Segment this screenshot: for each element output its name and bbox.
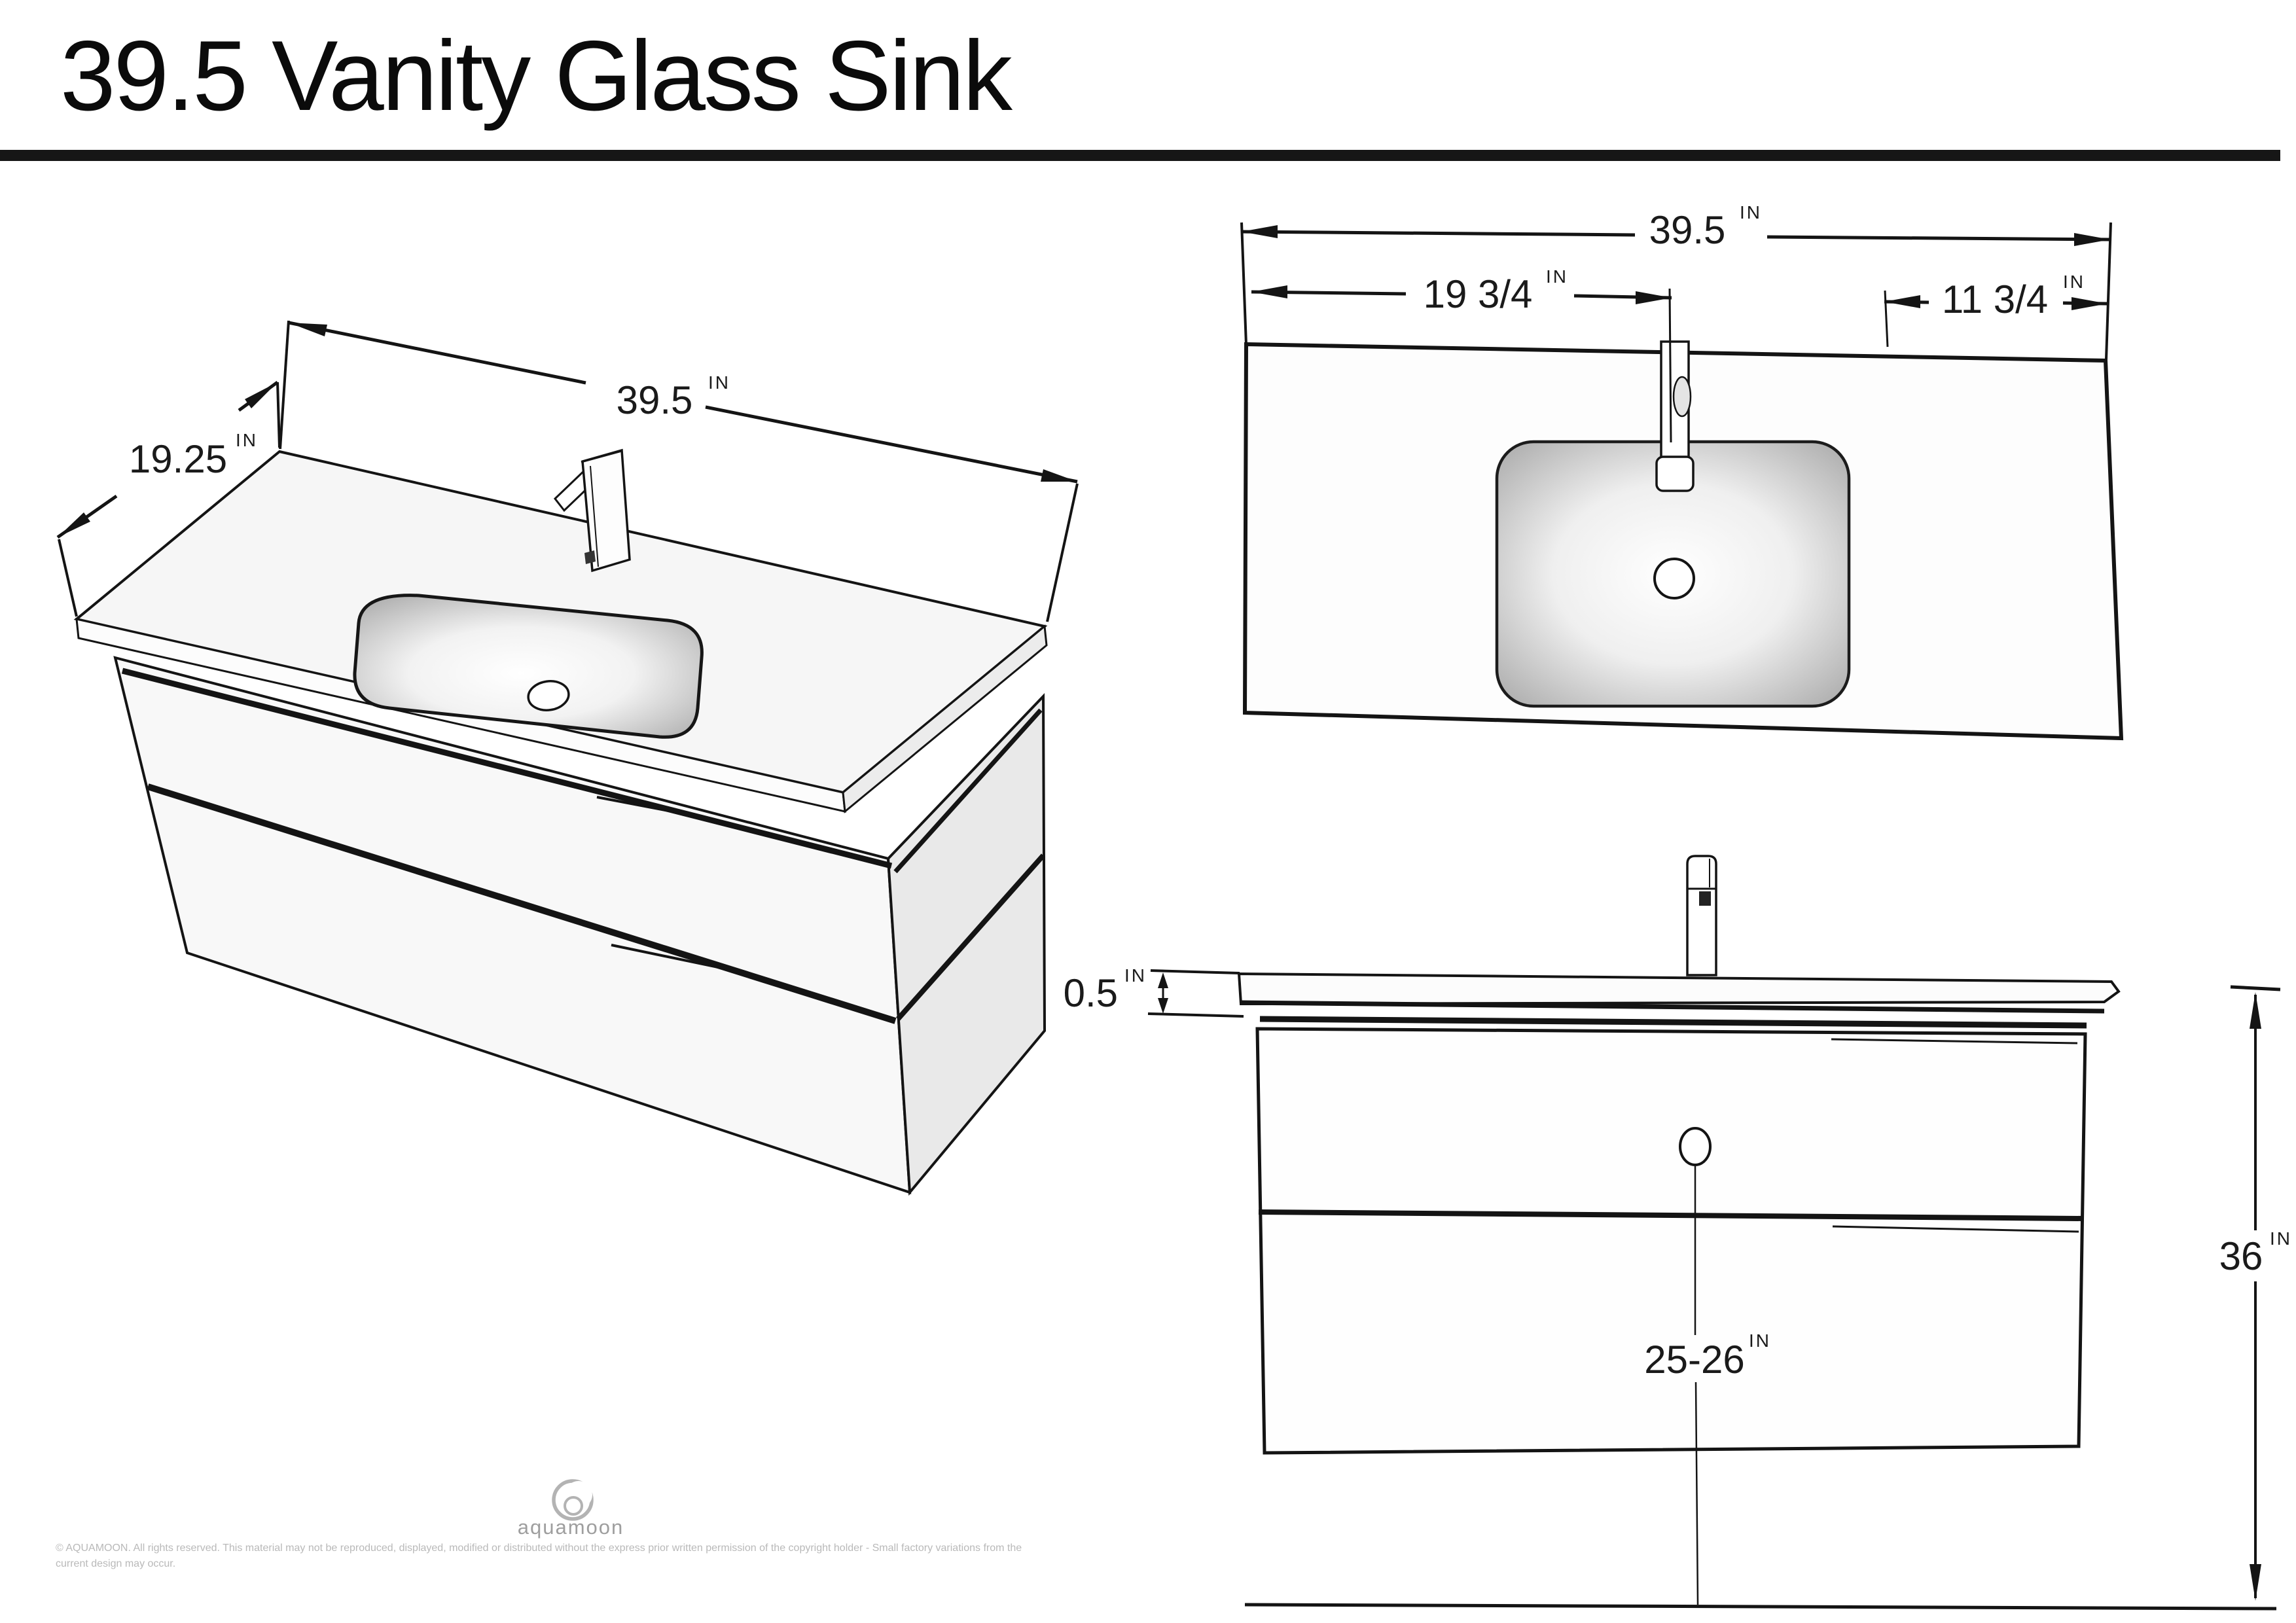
dim-unit: IN: [708, 372, 730, 393]
dimension-line: [288, 321, 586, 385]
counter-slab: [1237, 972, 2121, 1006]
arrowhead: [2072, 297, 2108, 310]
extension-line: [2105, 222, 2112, 360]
extension-line: [279, 320, 290, 450]
centerline: [1695, 1382, 1699, 1605]
drawer-handle-groove-top: [596, 796, 714, 821]
perspective-view: 39.5 IN 19.25 IN: [56, 320, 1079, 1196]
drawer-handle-groove-top: [1831, 1038, 2078, 1044]
arrowhead: [58, 512, 90, 537]
counter-bottom-edge: [1240, 1000, 2105, 1014]
copyright-text-line2: current design may occur.: [56, 1558, 175, 1569]
dimension-line: [1241, 230, 1636, 237]
faucet-3d: [553, 448, 631, 573]
dim-unit: IN: [1749, 1330, 1771, 1351]
dim-unit: IN: [2270, 1228, 2292, 1249]
drawer-divider-line: [147, 783, 897, 1024]
drawer-divider-line: [1258, 1209, 2084, 1221]
brand-name: aquamoon: [518, 1516, 624, 1539]
dim-unit: IN: [1124, 965, 1147, 986]
extension-line: [1240, 222, 1247, 346]
faucet-body-front: [1686, 855, 1717, 976]
arrowhead: [2250, 992, 2261, 1029]
drawer-divider-line-side: [896, 853, 1045, 1021]
dim-value-width: 39.5: [1649, 208, 1726, 252]
dim-perspective-depth: 19.25 IN: [56, 380, 281, 617]
extension-line: [1668, 288, 1672, 443]
logo-inner-circle: [564, 1496, 583, 1516]
dim-perspective-width: 39.5 IN: [279, 320, 1079, 622]
counter-gap-line: [121, 668, 893, 869]
header: 39.5 Vanity Glass Sink: [0, 20, 2280, 161]
dim-unit: IN: [236, 430, 258, 450]
dim-value-right-section: 11 3/4: [1942, 277, 2048, 321]
extension-line: [1046, 483, 1079, 622]
dim-top-faucet-offset: 19 3/4 IN: [1251, 266, 1672, 443]
copyright-text-line1: © AQUAMOON. All rights reserved. This ma…: [56, 1543, 1022, 1554]
dim-counter-thickness: 0.5 IN: [1064, 965, 1244, 1018]
arrowhead: [1242, 225, 1278, 238]
faucet-seam: [590, 465, 599, 567]
arrowhead: [245, 382, 278, 408]
arrowhead: [2250, 1564, 2261, 1601]
arrowhead: [1251, 285, 1287, 298]
dim-value-depth: 19.25: [129, 437, 227, 481]
drain-front: [1679, 1127, 1712, 1166]
faucet-front: [1686, 855, 1717, 976]
drain-top: [1653, 558, 1695, 599]
counter-gap-line: [1259, 1016, 2087, 1029]
vanity-3d: [73, 448, 1048, 1196]
extension-line: [58, 539, 78, 617]
front-view: 0.5 IN 36 IN 25-26 IN: [1064, 855, 2292, 1611]
extension-line: [276, 382, 281, 448]
faucet-spout-tip: [584, 550, 596, 564]
cabinet-front: [1255, 1027, 2087, 1455]
dim-unit: IN: [1546, 266, 1568, 287]
aquamoon-logo-icon: [552, 1479, 594, 1521]
faucet-spout-top: [1655, 455, 1695, 492]
dim-unit: IN: [2063, 272, 2085, 292]
reference-tick: [2230, 985, 2281, 991]
arrowhead: [289, 323, 327, 336]
floor-line: [1244, 1603, 2277, 1611]
dim-value-height: 36: [2219, 1234, 2263, 1278]
arrowhead: [1884, 295, 1920, 308]
cabinet-outline: [1255, 1027, 2087, 1455]
dim-unit: IN: [1740, 202, 1762, 223]
reference-line: [1147, 1012, 1244, 1018]
dim-value-thickness: 0.5: [1064, 971, 1118, 1015]
dimension-line: [705, 405, 1078, 484]
drawer-handle-groove-bottom: [1832, 1225, 2079, 1233]
extension-line: [1884, 290, 1889, 348]
dim-top-right-section: 11 3/4 IN: [1884, 272, 2108, 348]
top-view: 39.5 IN 19 3/4 IN 11 3/4 IN: [1240, 202, 2124, 741]
dim-drain-height: 25-26 IN: [1644, 1165, 1771, 1605]
drain: [527, 680, 570, 711]
arrowhead: [1041, 469, 1077, 482]
drawer-handle-groove-bottom: [611, 944, 725, 970]
reference-line: [1150, 969, 1240, 974]
arrowhead: [1158, 972, 1168, 988]
counter-gap-line-side: [893, 708, 1043, 874]
title-divider: [0, 150, 2280, 161]
faucet-cap-line: [581, 450, 622, 463]
dim-value-faucet-offset: 19 3/4: [1424, 272, 1533, 316]
arrowhead: [1158, 998, 1168, 1014]
sink-basin: [353, 594, 704, 739]
footer: aquamoon © AQUAMOON. All rights reserved…: [56, 1479, 1022, 1569]
dim-value-drain-height: 25-26: [1644, 1338, 1744, 1382]
arrowhead: [1636, 291, 1672, 304]
dimension-line: [1767, 235, 2111, 241]
faucet-detail: [1672, 376, 1692, 418]
counter-front: [1237, 972, 2121, 1029]
dim-top-width: 39.5 IN: [1240, 202, 2112, 360]
counter-side-edge: [842, 624, 1048, 813]
faucet-spout-front: [1699, 891, 1711, 906]
dim-value-width: 39.5: [617, 378, 693, 422]
page-title: 39.5 Vanity Glass Sink: [60, 20, 1013, 132]
faucet-top: [1655, 340, 1695, 492]
arrowhead: [2074, 233, 2110, 246]
dim-total-height: 36 IN: [2219, 985, 2292, 1601]
